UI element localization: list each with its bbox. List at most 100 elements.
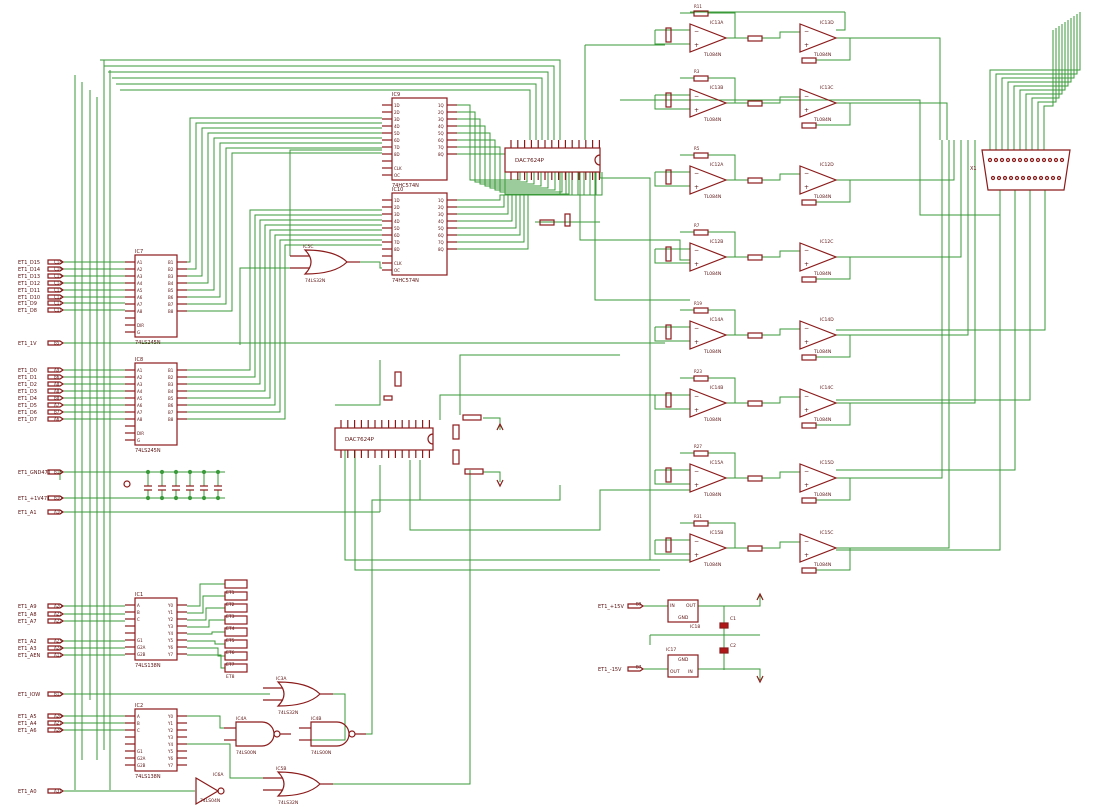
port-flag [627, 666, 645, 672]
pin-name: B8 [168, 309, 174, 314]
opamp-wire [816, 334, 851, 358]
port-label: ET1_GND471 [18, 470, 51, 476]
junction-dot [159, 495, 165, 501]
bus-wire [654, 540, 690, 555]
ic-part: 74LS138N [135, 663, 161, 669]
address-loop [100, 59, 561, 140]
reg-in: IN [670, 603, 675, 609]
connector-pin [1056, 175, 1062, 181]
pin-name: B4 [168, 281, 174, 286]
bus-wire [654, 95, 690, 110]
pin-name: G2A [137, 645, 146, 650]
latch-wire [177, 239, 382, 413]
pin-name: B2 [168, 267, 174, 272]
pin-name: A4 [137, 389, 143, 394]
port-pin: B6 [54, 375, 60, 380]
pin-name: 6Q [438, 138, 444, 143]
pin-name: Y2 [167, 617, 173, 622]
opamp-ref: IC12B [710, 239, 723, 245]
port-flag [47, 367, 65, 373]
opamp-stage1 [689, 320, 728, 350]
regulator-ic17 [667, 654, 699, 678]
pin-name: B3 [168, 382, 174, 387]
test-point [123, 480, 131, 488]
opamp-part: TL084N [703, 194, 721, 200]
reg-out: OUT [670, 669, 680, 675]
port-pin: C14 [54, 281, 62, 286]
opamp-part: TL084N [703, 562, 721, 568]
nand-gate-ic4b [310, 721, 350, 747]
ic-part: 74HC574N [392, 278, 419, 284]
port-label: ET1_D0 [18, 368, 37, 374]
connector-wire [1019, 22, 1066, 150]
jumper-label: ET5 [226, 638, 235, 644]
pin-name: G1 [137, 638, 143, 643]
connector-pin [1047, 157, 1053, 163]
pin-name: A2 [137, 375, 143, 380]
pin-name: A1 [137, 260, 143, 265]
port-flag [47, 611, 65, 617]
cap-ref: C1 [730, 616, 736, 622]
output-resistor [801, 199, 817, 206]
gate-part: 74LS32N [305, 278, 325, 284]
opamp-wire [762, 396, 800, 404]
connector-pin [987, 157, 993, 163]
inverter-ic6a [195, 776, 220, 806]
capacitor-c1 [564, 213, 571, 227]
opamp-part: TL084N [813, 349, 831, 355]
connector-pin [1020, 175, 1026, 181]
ic10-body [391, 192, 448, 276]
opamp-minus: − [694, 325, 699, 332]
pin-name: DIR [137, 323, 144, 328]
pin-name: 3D [394, 212, 400, 217]
port-label: ET1_A1 [18, 510, 37, 516]
pin-name: 4Q [438, 219, 444, 224]
ic1-body [134, 597, 178, 661]
output-resistor [801, 497, 817, 504]
opamp-ref: IC14C [820, 385, 833, 391]
port-pin: A23 [54, 639, 62, 644]
pin-name: 1D [394, 103, 400, 108]
output-resistor [801, 276, 817, 283]
output-wire [850, 140, 943, 479]
junction-dot [159, 469, 165, 475]
opamp-ref: IC15D [820, 460, 834, 466]
pin-name: A5 [137, 288, 143, 293]
pin-name: A6 [137, 403, 143, 408]
gate-part: 74LS04N [200, 798, 220, 804]
port-label: ET1_A5 [18, 714, 37, 720]
port-flag [47, 509, 65, 515]
connector-pin [990, 175, 996, 181]
opamp-ref: IC13D [820, 20, 834, 26]
jumper-box [224, 651, 248, 661]
series-resistor [747, 400, 763, 407]
port-flag [47, 409, 65, 415]
pin-name: 8Q [438, 152, 444, 157]
opamp-wire [816, 37, 851, 61]
opamp-plus: + [694, 184, 699, 191]
opamp-part: TL084N [813, 271, 831, 277]
dac-name: DAC7624P [515, 158, 545, 164]
connector-wire [836, 190, 1016, 471]
pin-name: B [137, 610, 140, 615]
connector-pin [1005, 157, 1011, 163]
latch-out-wire [447, 172, 579, 222]
port-flag [47, 645, 65, 651]
port-flag [47, 280, 65, 286]
connector-wire [1013, 20, 1069, 150]
pin-name: 1D [394, 198, 400, 203]
reg-in: IN [688, 669, 693, 675]
junction-dot [145, 469, 151, 475]
opamp-minus: − [694, 247, 699, 254]
port-pin: A24 [54, 646, 62, 651]
opamp-plus: + [694, 107, 699, 114]
output-wire [850, 140, 955, 181]
jumper-box [224, 639, 248, 649]
bus-wire [344, 450, 690, 561]
pin-name: G2B [137, 652, 146, 657]
opamp-part: TL084N [813, 562, 831, 568]
latch-out-wire [447, 111, 528, 183]
decoder-wire [187, 583, 225, 607]
port-label: ET1_A4 [18, 721, 37, 727]
gate-ref: IC5B [276, 766, 286, 772]
